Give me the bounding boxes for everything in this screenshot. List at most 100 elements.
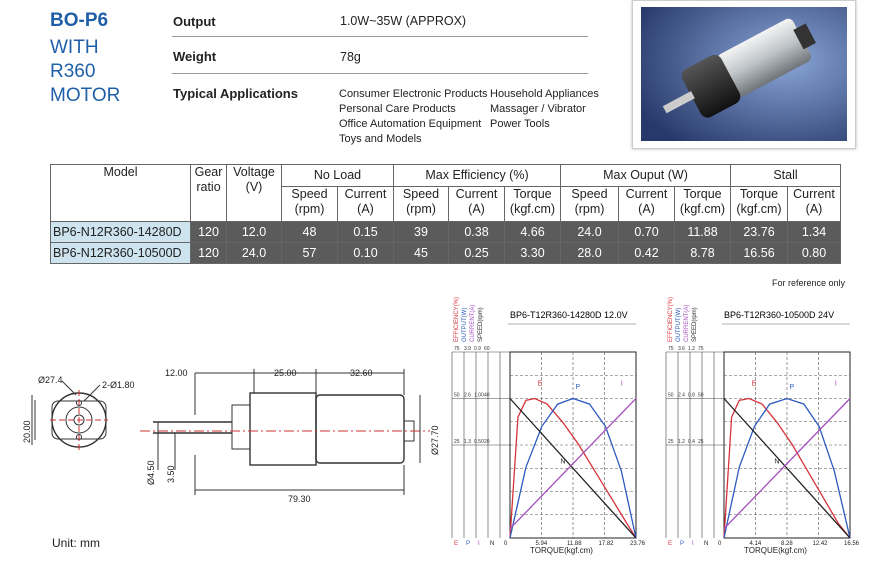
subheader-torque: Torque(kgf.cm) [730, 186, 788, 222]
app-item: Toys and Models [339, 133, 422, 145]
series-label: E [538, 380, 543, 387]
series-label: N [560, 459, 565, 466]
scale-value: 1.3 [464, 439, 471, 445]
subheader-current: Current(A) [448, 186, 505, 222]
dim-label: 3.50 [166, 465, 176, 483]
dim-label: 79.30 [288, 494, 311, 504]
dim-label: Ø27.4 [38, 375, 63, 385]
axis-letter: N [490, 541, 494, 547]
dim-label: Ø27.70 [430, 425, 440, 455]
series-label: I [621, 380, 623, 387]
scale-value: 0.8 [688, 393, 695, 399]
app-item: Consumer Electronic Products [339, 88, 488, 100]
apps-label: Typical Applications [173, 86, 298, 101]
product-photo [632, 0, 856, 149]
subheader-torque: Torque(kgf.cm) [504, 186, 561, 222]
series-line-E [509, 397, 637, 539]
scale-value: 40 [484, 393, 490, 399]
table-cell: 120 [190, 242, 227, 264]
dim-label: 32.60 [350, 368, 373, 378]
performance-chart-2: BP6-T12R360-10500D 24VEFFICIENCY(%)OUTPU… [665, 297, 860, 555]
subtitle-line-3: MOTOR [50, 85, 121, 106]
series-line-I [509, 398, 637, 530]
x-axis-label: TORQUE(kgf.cm) [744, 546, 807, 555]
x-tick-label: 0 [718, 541, 722, 547]
axis-label: OUTPUT(W) [462, 308, 468, 342]
series-line-P [509, 397, 637, 539]
table-cell: 0.15 [337, 221, 394, 243]
scale-value: 2.6 [464, 393, 471, 399]
x-tick-label: 0 [504, 541, 508, 547]
scale-value: 1.2 [678, 439, 685, 445]
table-cell: 0.70 [618, 221, 675, 243]
table-cell: 8.78 [674, 242, 731, 264]
table-cell: 28.0 [560, 242, 619, 264]
table-cell: 16.56 [730, 242, 788, 264]
series-label: P [576, 384, 581, 391]
axis-label: OUTPUT(W) [676, 308, 682, 342]
table-cell: 0.38 [448, 221, 505, 243]
scale-value: 3.6 [678, 346, 685, 352]
header-voltage: Voltage(V) [226, 164, 282, 222]
table-cell: 12.0 [226, 221, 282, 243]
table-cell: 120 [190, 221, 227, 243]
scale-value: 50 [668, 393, 674, 399]
scale-value: 50 [698, 393, 704, 399]
weight-value: 78g [340, 50, 361, 64]
table-cell: 48 [281, 221, 338, 243]
axis-letter: I [478, 541, 480, 547]
axis-label: EFFICIENCY(%) [668, 297, 674, 342]
scale-value: 0.50 [474, 439, 484, 445]
axis-letter: E [454, 541, 458, 547]
x-tick-label: 12.42 [813, 541, 829, 547]
subheader-torque: Torque(kgf.cm) [674, 186, 731, 222]
subheader-current: Current(A) [618, 186, 675, 222]
scale-value: 20 [484, 439, 490, 445]
scale-value: 0.4 [688, 439, 695, 445]
dim-label: 12.00 [165, 368, 188, 378]
app-item: Personal Care Products [339, 103, 456, 115]
axis-label: SPEED(rpm) [692, 307, 698, 342]
scale-value: 50 [454, 393, 460, 399]
x-axis-label: TORQUE(kgf.cm) [530, 546, 593, 555]
subheader-speed: Speed(rpm) [393, 186, 449, 222]
subtitle-line-2: R360 [50, 61, 96, 82]
divider [172, 73, 588, 74]
app-item: Massager / Vibrator [490, 103, 586, 115]
scale-value: 60 [484, 346, 490, 352]
scale-value: 75 [668, 346, 674, 352]
output-value: 1.0W~35W (APPROX) [340, 14, 467, 28]
table-cell: 39 [393, 221, 449, 243]
app-item: Office Automation Equipment [339, 118, 482, 130]
table-cell: 45 [393, 242, 449, 264]
subheader-speed: Speed(rpm) [281, 186, 338, 222]
cell-model: BP6-N12R360-10500D [50, 242, 191, 264]
series-line-E [723, 397, 851, 539]
axis-letter: I [692, 541, 694, 547]
header-no-load: No Load [281, 164, 394, 187]
subheader-current: Current(A) [787, 186, 841, 222]
table-cell: 24.0 [560, 221, 619, 243]
table-cell: 24.0 [226, 242, 282, 264]
x-tick-label: 8.28 [781, 541, 793, 547]
series-label: N [774, 459, 779, 466]
table-cell: 11.88 [674, 221, 731, 243]
subheader-speed: Speed(rpm) [560, 186, 619, 222]
scale-value: 75 [698, 346, 704, 352]
apps-list-1: Consumer Electronic Products Personal Ca… [339, 87, 488, 147]
series-label: I [835, 380, 837, 387]
series-line-P [723, 397, 851, 539]
scale-value: 25 [668, 439, 674, 445]
table-cell: 1.34 [787, 221, 841, 243]
scale-value: 75 [454, 346, 460, 352]
dim-label: 25.00 [274, 368, 297, 378]
scale-value: 0.9 [474, 346, 481, 352]
table-row: BP6-N12R360-14280D 120 12.0 48 0.15 39 0… [50, 221, 841, 243]
table-cell: 4.66 [504, 221, 561, 243]
divider [172, 36, 588, 37]
dim-label: 20.00 [22, 420, 32, 443]
series-label: E [752, 380, 757, 387]
header-max-output: Max Ouput (W) [560, 164, 731, 187]
axis-label: CURRENT(A) [470, 305, 476, 342]
